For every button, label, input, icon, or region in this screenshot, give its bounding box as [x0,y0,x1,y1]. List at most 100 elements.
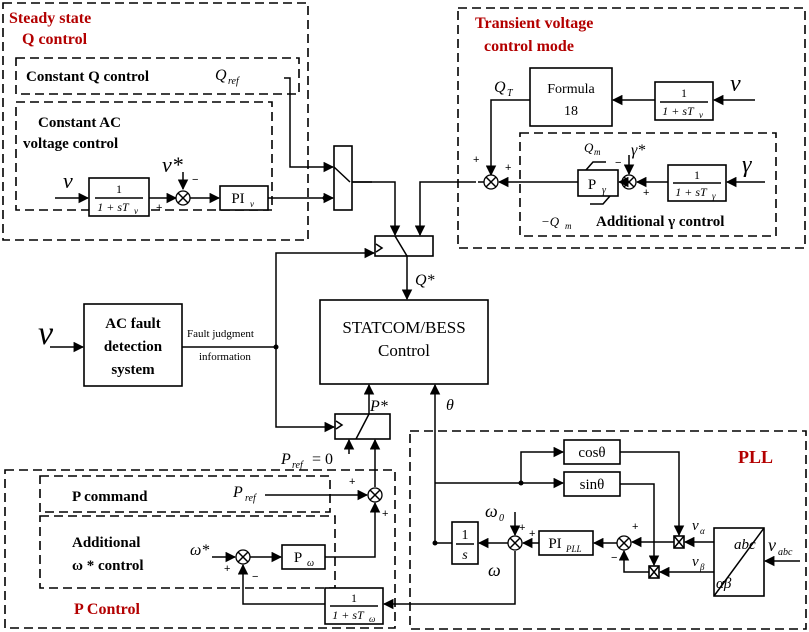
p-gamma-label: P [588,177,596,193]
omega0-label: ω [485,501,498,521]
omega-label: ω [488,560,501,580]
fault-det-label-2: detection [104,339,163,355]
pi-v-sub: v [250,199,254,209]
sign-plus: + [156,202,162,214]
qm-sub: m [594,147,601,157]
additional-gamma-label: Additional γ control [596,214,724,230]
theta-label: θ [446,397,454,414]
v-upper-input-label: v [730,71,741,97]
transient-title-2: control mode [484,38,574,55]
tf-v-upper-block [654,81,714,121]
tf-omega-sub: ω [369,614,375,624]
statcom-label-2: Control [378,341,430,360]
p-command-label: P command [72,489,148,505]
omega-star-label: ω* [190,542,209,559]
integrator-num: 1 [462,528,469,543]
fault-det-label-3: system [111,362,155,378]
sin-block [563,471,621,497]
sin-label: sinθ [580,477,605,493]
tf-v-den-sub: v [134,206,138,216]
fault-detection-block [83,303,183,387]
qt-label: Q [494,79,506,96]
sign-plus: + [224,563,230,575]
sign-plus: + [349,476,355,488]
v-star-label: v* [162,152,183,177]
steady-state-region [2,2,309,241]
pref-zero-label: P [280,451,291,468]
p-omega-sub: ω [307,558,314,569]
q-selector-switch [374,235,434,257]
transient-region [457,7,806,249]
pref-zero-sub: ref [292,460,304,471]
additional-omega-label-1: Additional [72,535,140,551]
p-gamma-block [577,169,619,197]
pref-label: P [232,484,243,501]
tf-gamma-den: 1 + sT [675,185,708,199]
tf-gamma-num: 1 [694,168,700,182]
p-command-region [39,475,331,513]
p-control-title: P Control [74,601,140,618]
tf-v-block [88,177,150,217]
additional-omega-region [39,515,336,589]
formula-label-2: 18 [564,104,578,119]
transient-title-1: Transient voltage [475,15,593,32]
sign-plus: + [643,187,649,199]
v-alpha-label: v [692,518,699,534]
steady-state-title-2: Q control [22,31,88,48]
tf-v-den: 1 + sT [97,200,130,214]
tf-v-num: 1 [116,182,122,196]
sign-plus: + [473,154,479,166]
qref-sub: ref [228,76,240,87]
v-beta-label: v [692,554,699,570]
constant-ac-label-1: Constant AC [38,115,121,131]
integrator-den: s [462,548,468,563]
vabc-label: v [768,535,776,555]
pref-zero-val: = 0 [312,451,333,468]
sign-plus: + [519,522,525,534]
neg-qm-sub: m [565,221,572,231]
statcom-label-1: STATCOM/BESS [342,318,465,337]
v-fault-input-label: v [38,315,54,352]
sign-minus: − [192,174,198,186]
qm-label: Q [584,140,594,155]
constant-q-region [15,57,300,95]
statcom-control-block [319,299,489,385]
tf-omega-num: 1 [351,591,357,605]
pll-title: PLL [738,447,773,467]
neg-qm-label: −Q [541,214,560,229]
tf-v-upper-sub: v [699,110,703,120]
qref-label: Q [215,67,227,84]
v-alpha-sub: α [700,526,705,536]
tf-gamma-sub: γ [712,191,716,201]
sign-minus: − [611,552,617,564]
sign-plus: + [632,521,638,533]
qt-sub: T [507,88,514,99]
sign-plus: + [529,528,535,540]
pll-region [409,430,807,630]
p-star-label: P* [369,398,388,415]
p-omega-block [281,544,326,570]
fault-info-1: Fault judgment [187,328,254,340]
v-input-label: v [63,168,73,193]
pi-pll-label: PI [548,536,561,552]
constant-q-label: Constant Q control [26,69,149,85]
formula-block [529,67,613,127]
vabc-sub: abc [778,547,793,558]
gamma-input-label: γ [742,152,752,178]
tf-v-upper-num: 1 [681,86,687,100]
steady-selector-switch [333,145,353,211]
tf-v-upper-den: 1 + sT [662,104,695,118]
abc-label: abc [734,537,756,553]
cos-block [563,439,621,465]
omega0-sub: 0 [499,513,504,524]
additional-omega-label-2: ω * control [72,558,144,574]
sign-plus: + [382,508,388,520]
pi-v-block [219,185,269,211]
fault-info-2: information [199,351,251,363]
sign-plus: + [505,162,511,174]
formula-label-1: Formula [547,82,595,97]
fault-det-label-1: AC fault [105,316,160,332]
p-gamma-sub: γ [602,185,607,196]
p-omega-label: P [294,550,302,566]
